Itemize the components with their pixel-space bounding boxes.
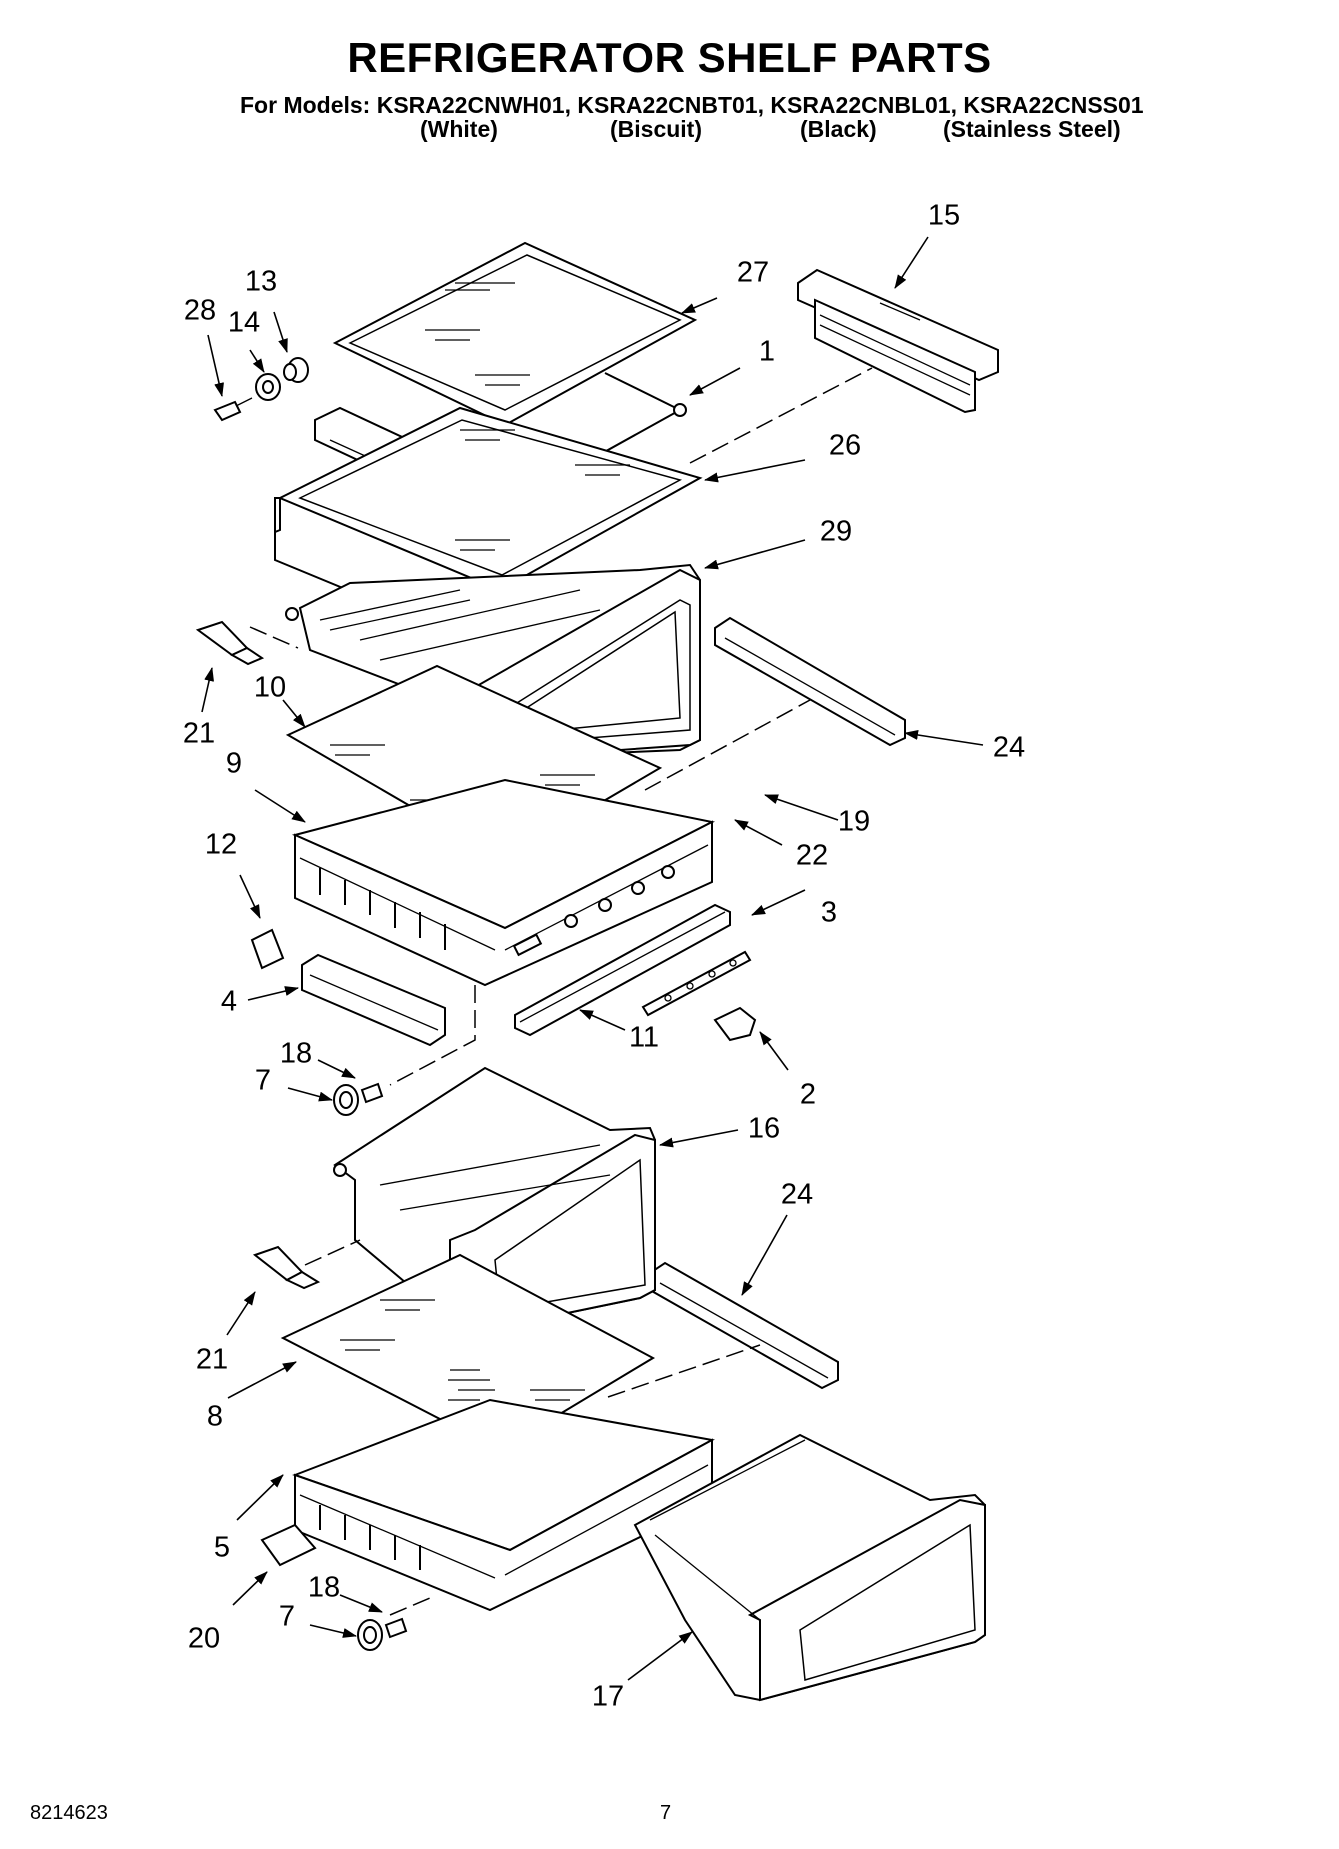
callout-28: 28 (183, 294, 217, 327)
color-black: (Black) (800, 116, 877, 142)
callout-27: 27 (736, 256, 770, 289)
fastener-group-upper (333, 1082, 384, 1116)
crisper-cover-tab-lower (252, 1245, 321, 1290)
callout-14: 14 (227, 306, 261, 339)
color-stainless-steel: (Stainless Steel) (943, 116, 1121, 142)
leader-lines (201, 236, 984, 1681)
callout-2: 2 (799, 1078, 817, 1111)
callout-21-upper: 21 (182, 717, 216, 750)
callout-12: 12 (204, 828, 238, 861)
glass-shelf-top (332, 241, 698, 427)
callout-17: 17 (591, 1680, 625, 1713)
crisper-cover-glass-lower (280, 1253, 656, 1452)
drawer-slide-rail-upper (714, 616, 906, 747)
callout-18-lower: 18 (307, 1571, 341, 1604)
callout-5: 5 (213, 1531, 231, 1564)
page-number: 7 (660, 1802, 672, 1824)
callout-16: 16 (747, 1112, 781, 1145)
meat-pan-drawer (633, 1433, 986, 1702)
callout-22: 22 (795, 839, 829, 872)
crisper-frame-upper (291, 778, 715, 987)
callout-24-lower: 24 (780, 1178, 814, 1211)
callout-9: 9 (225, 747, 243, 780)
shelf-bracket-rail (797, 268, 999, 414)
document-number: 8214623 (30, 1802, 108, 1824)
callout-7-upper: 7 (254, 1064, 272, 1097)
callout-11: 11 (628, 1021, 660, 1054)
crisper-cover-tab-upper (195, 620, 265, 666)
fastener-group-lower (357, 1617, 408, 1651)
alignment-lines (249, 367, 873, 1616)
callout-20: 20 (187, 1622, 221, 1655)
callout-21-lower: 21 (195, 1343, 229, 1376)
callout-13: 13 (244, 265, 278, 298)
callout-4: 4 (220, 985, 238, 1018)
callout-29: 29 (819, 515, 853, 548)
callout-18-upper: 18 (279, 1037, 313, 1070)
fastener-group-top-left (213, 357, 309, 422)
callout-1: 1 (758, 335, 776, 368)
color-biscuit: (Biscuit) (610, 116, 702, 142)
callout-24-upper: 24 (992, 731, 1026, 764)
drawer-slide-rail-lower (649, 1261, 839, 1390)
callout-26: 26 (828, 429, 862, 462)
crisper-front-trim (301, 953, 446, 1047)
callout-15: 15 (927, 199, 961, 232)
page-title: REFRIGERATOR SHELF PARTS (347, 34, 992, 81)
humidity-control-slide (641, 950, 752, 1017)
cover-clip-lower (260, 1523, 317, 1567)
cover-clip-left (250, 928, 285, 970)
crisper-trim-bar (514, 903, 731, 1037)
models-line: For Models: KSRA22CNWH01, KSRA22CNBT01, … (240, 92, 1144, 118)
humidity-control-knob (713, 1006, 757, 1042)
callout-19: 19 (837, 805, 871, 838)
color-white: (White) (420, 116, 498, 142)
callout-8: 8 (206, 1400, 224, 1433)
crisper-frame-lower (292, 1398, 715, 1612)
callout-7-lower: 7 (278, 1600, 296, 1633)
callout-10: 10 (253, 671, 287, 704)
callout-3: 3 (820, 896, 838, 929)
